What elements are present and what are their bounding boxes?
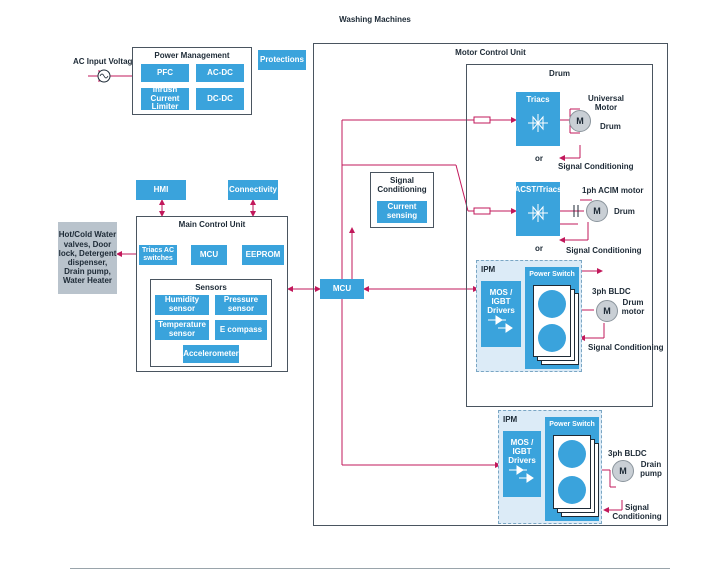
- main-control-title: Main Control Unit: [178, 220, 246, 229]
- signal-conditioning-title: Signal Conditioning: [377, 176, 427, 195]
- drivers-block-2: MOS / IGBT Drivers: [503, 431, 541, 497]
- drum-label-1: Drum: [600, 122, 621, 131]
- power-management-block: Power Management PFC AC-DC Inrush Curren…: [132, 47, 252, 115]
- signal-conditioning-label-4: Signal Conditioning: [612, 503, 662, 522]
- acst-triacs-label: ACST/Triacs: [514, 185, 562, 194]
- bldc-drum-motor-icon: M: [596, 300, 618, 322]
- or-label-2: or: [535, 244, 543, 253]
- sensors-title: Sensors: [195, 283, 227, 292]
- drivers-label-2: MOS / IGBT Drivers: [508, 438, 536, 465]
- ac-input-label: AC Input Voltage: [73, 57, 137, 66]
- ipm-label-2: IPM: [503, 415, 518, 424]
- hmi-block: HMI: [136, 180, 186, 200]
- signal-conditioning-label-2: Signal Conditioning: [566, 246, 642, 255]
- ecompass-block: E compass: [215, 320, 267, 340]
- drum-label-2: Drum: [614, 207, 635, 216]
- power-switch-label-1: Power Switch: [529, 271, 575, 278]
- triacs-label: Triacs: [526, 95, 550, 104]
- pressure-sensor-block: Pressure sensor: [215, 295, 267, 315]
- drivers-label-1: MOS / IGBT Drivers: [487, 288, 515, 315]
- drum-motor-label: Drum motor: [621, 298, 645, 317]
- inrush-limiter-block: Inrush Current Limiter: [141, 85, 189, 111]
- mosfet-icon: [538, 324, 566, 352]
- universal-motor-icon: M: [569, 110, 591, 132]
- bldc-drain-pump-motor-icon: M: [612, 460, 634, 482]
- drivers-block-1: MOS / IGBT Drivers: [481, 281, 521, 347]
- driver-symbol-icon: [509, 465, 534, 484]
- motor-control-title: Motor Control Unit: [455, 48, 526, 57]
- sensors-block: Sensors Humidity sensor Pressure sensor …: [150, 279, 272, 367]
- or-label-1: or: [535, 154, 543, 163]
- temperature-sensor-block: Temperature sensor: [155, 320, 209, 340]
- power-switch-label-2: Power Switch: [549, 421, 595, 428]
- motor-control-unit: Motor Control Unit: [313, 43, 668, 526]
- drum-title: Drum: [549, 69, 570, 78]
- acst-symbol-icon: [528, 204, 548, 222]
- acim-motor-label: 1ph ACIM motor: [582, 186, 644, 195]
- signal-conditioning-block: Signal Conditioning Current sensing: [370, 172, 434, 228]
- drum-block: Drum: [466, 64, 653, 407]
- bldc-label-2: 3ph BLDC: [608, 449, 647, 458]
- motor-mcu-block: MCU: [320, 279, 364, 299]
- diagram-title: Washing Machines: [339, 15, 411, 24]
- accelerometer-block: Accelerometer: [183, 345, 239, 363]
- triacs-ac-switches-block: Triacs AC switches: [139, 245, 177, 265]
- eeprom-block: EEPROM: [242, 245, 284, 265]
- triac-symbol-icon: [528, 114, 548, 132]
- ipm-block-1: IPM MOS / IGBT Drivers Power Switch: [476, 260, 582, 372]
- footer-rule: [70, 568, 670, 569]
- current-sensing-block: Current sensing: [377, 201, 427, 223]
- signal-conditioning-label-3: Signal Conditioning: [588, 343, 664, 352]
- mosfet-icon: [558, 476, 586, 504]
- mosfet-icon: [558, 440, 586, 468]
- main-control-unit: Main Control Unit Triacs AC switches MCU…: [136, 216, 288, 372]
- ipm-label-1: IPM: [481, 265, 496, 274]
- loads-block: Hot/Cold Water valves, Door lock, Deterg…: [58, 222, 117, 294]
- acim-motor-icon: M: [586, 200, 608, 222]
- switch-stack-front: [533, 285, 571, 357]
- switch-stack-front: [553, 435, 591, 509]
- ipm-block-2: IPM MOS / IGBT Drivers Power Switch: [498, 410, 602, 524]
- main-mcu-block: MCU: [191, 245, 227, 265]
- protections-block: Protections: [258, 50, 306, 70]
- signal-conditioning-label-1: Signal Conditioning: [558, 162, 634, 171]
- humidity-sensor-block: Humidity sensor: [155, 295, 209, 315]
- universal-motor-label: Universal Motor: [587, 94, 625, 113]
- mosfet-icon: [538, 290, 566, 318]
- pfc-block: PFC: [141, 64, 189, 82]
- connectivity-block: Connectivity: [228, 180, 278, 200]
- bldc-label-1: 3ph BLDC: [592, 287, 631, 296]
- dcdc-block: DC-DC: [196, 88, 244, 110]
- driver-symbol-icon: [488, 315, 513, 334]
- drain-pump-label: Drain pump: [640, 460, 662, 479]
- acdc-block: AC-DC: [196, 64, 244, 82]
- power-management-title: Power Management: [154, 51, 230, 60]
